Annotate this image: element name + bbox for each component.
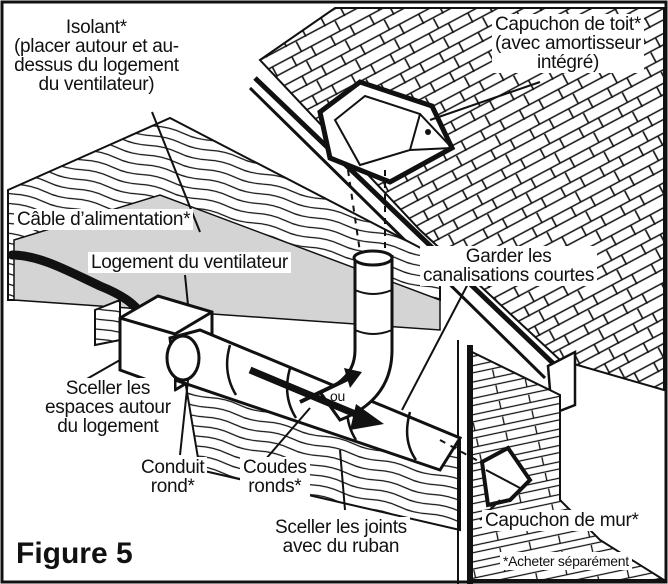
elbow-duct xyxy=(317,249,394,422)
alignment-lines xyxy=(347,169,481,463)
arrow-up-icon xyxy=(344,368,362,388)
power-cable-line xyxy=(7,250,143,315)
arrow-right-icon xyxy=(350,404,384,430)
wall-cap xyxy=(479,445,533,508)
roof-cap-label: Capuchon de toit* (avec amortisseur inté… xyxy=(492,14,644,73)
footnote: *Acheter séparément xyxy=(500,552,632,570)
roof-cap xyxy=(317,79,456,185)
airflow-arrows xyxy=(248,366,384,430)
insulation-label: Isolant* (placer autour et au- dessus du… xyxy=(14,17,179,95)
seal-housing-label: Sceller les espaces autour du logement xyxy=(42,378,174,437)
or-label: ou xyxy=(330,388,345,404)
short-ducts-label: Garder les canalisations courtes xyxy=(420,246,598,286)
round-duct-label: Conduit rond* xyxy=(138,457,208,497)
seal-joints-label: Sceller les joints avec du ruban xyxy=(272,517,410,557)
round-elbows-label: Coudes ronds* xyxy=(240,457,310,497)
figure-title: Figure 5 xyxy=(16,537,133,570)
wall-cap-label: Capuchon de mur* xyxy=(482,510,642,531)
power-cable-label: Câble d’alimentation* xyxy=(14,209,194,230)
fan-housing-label: Logement du ventilateur xyxy=(88,252,291,273)
